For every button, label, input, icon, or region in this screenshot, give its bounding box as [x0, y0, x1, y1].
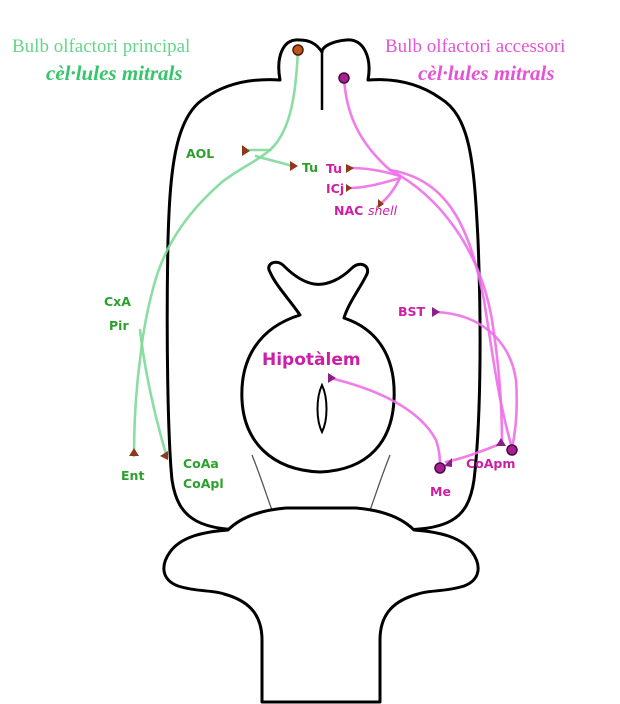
label-pir: Pir: [109, 318, 129, 333]
label-nac: NAC: [334, 203, 363, 218]
header-accessory-title: Bulb olfactori accessori: [385, 36, 565, 57]
circle-marker-icon: [507, 445, 517, 455]
label-coapm: CoApm: [466, 456, 515, 471]
label-me: Me: [430, 484, 451, 499]
label-shell: shell: [368, 203, 398, 218]
brainstem-shape: [164, 508, 478, 702]
label-accessory-tu: Tu: [326, 161, 342, 176]
circle-marker-icon: [435, 463, 445, 473]
label-ent: Ent: [121, 468, 144, 483]
label-coapl: CoApl: [183, 476, 224, 491]
triangle-marker-icon: [496, 438, 506, 446]
label-icj: ICj: [326, 181, 344, 196]
label-coaa: CoAa: [183, 456, 219, 471]
circle-marker-icon: [339, 73, 349, 83]
triangle-marker-icon: [160, 451, 168, 460]
label-cxa: CxA: [104, 294, 131, 309]
circle-marker-icon: [293, 45, 303, 55]
label-main-tu: Tu: [302, 160, 318, 175]
brain-outline-icon: [164, 40, 480, 702]
triangle-marker-icon: [129, 448, 139, 456]
label-bst: BST: [398, 304, 426, 319]
header-accessory: Bulb olfactori accessori cèl·lules mitra…: [385, 36, 565, 85]
header-main-title: Bulb olfactori principal: [12, 36, 190, 57]
label-aol: AOL: [186, 146, 214, 161]
header-main: Bulb olfactori principal cèl·lules mitra…: [12, 36, 190, 85]
label-hipotalem: Hipotàlem: [262, 350, 361, 370]
header-main-subtitle: cèl·lules mitrals: [46, 61, 183, 85]
header-accessory-subtitle: cèl·lules mitrals: [418, 61, 555, 85]
